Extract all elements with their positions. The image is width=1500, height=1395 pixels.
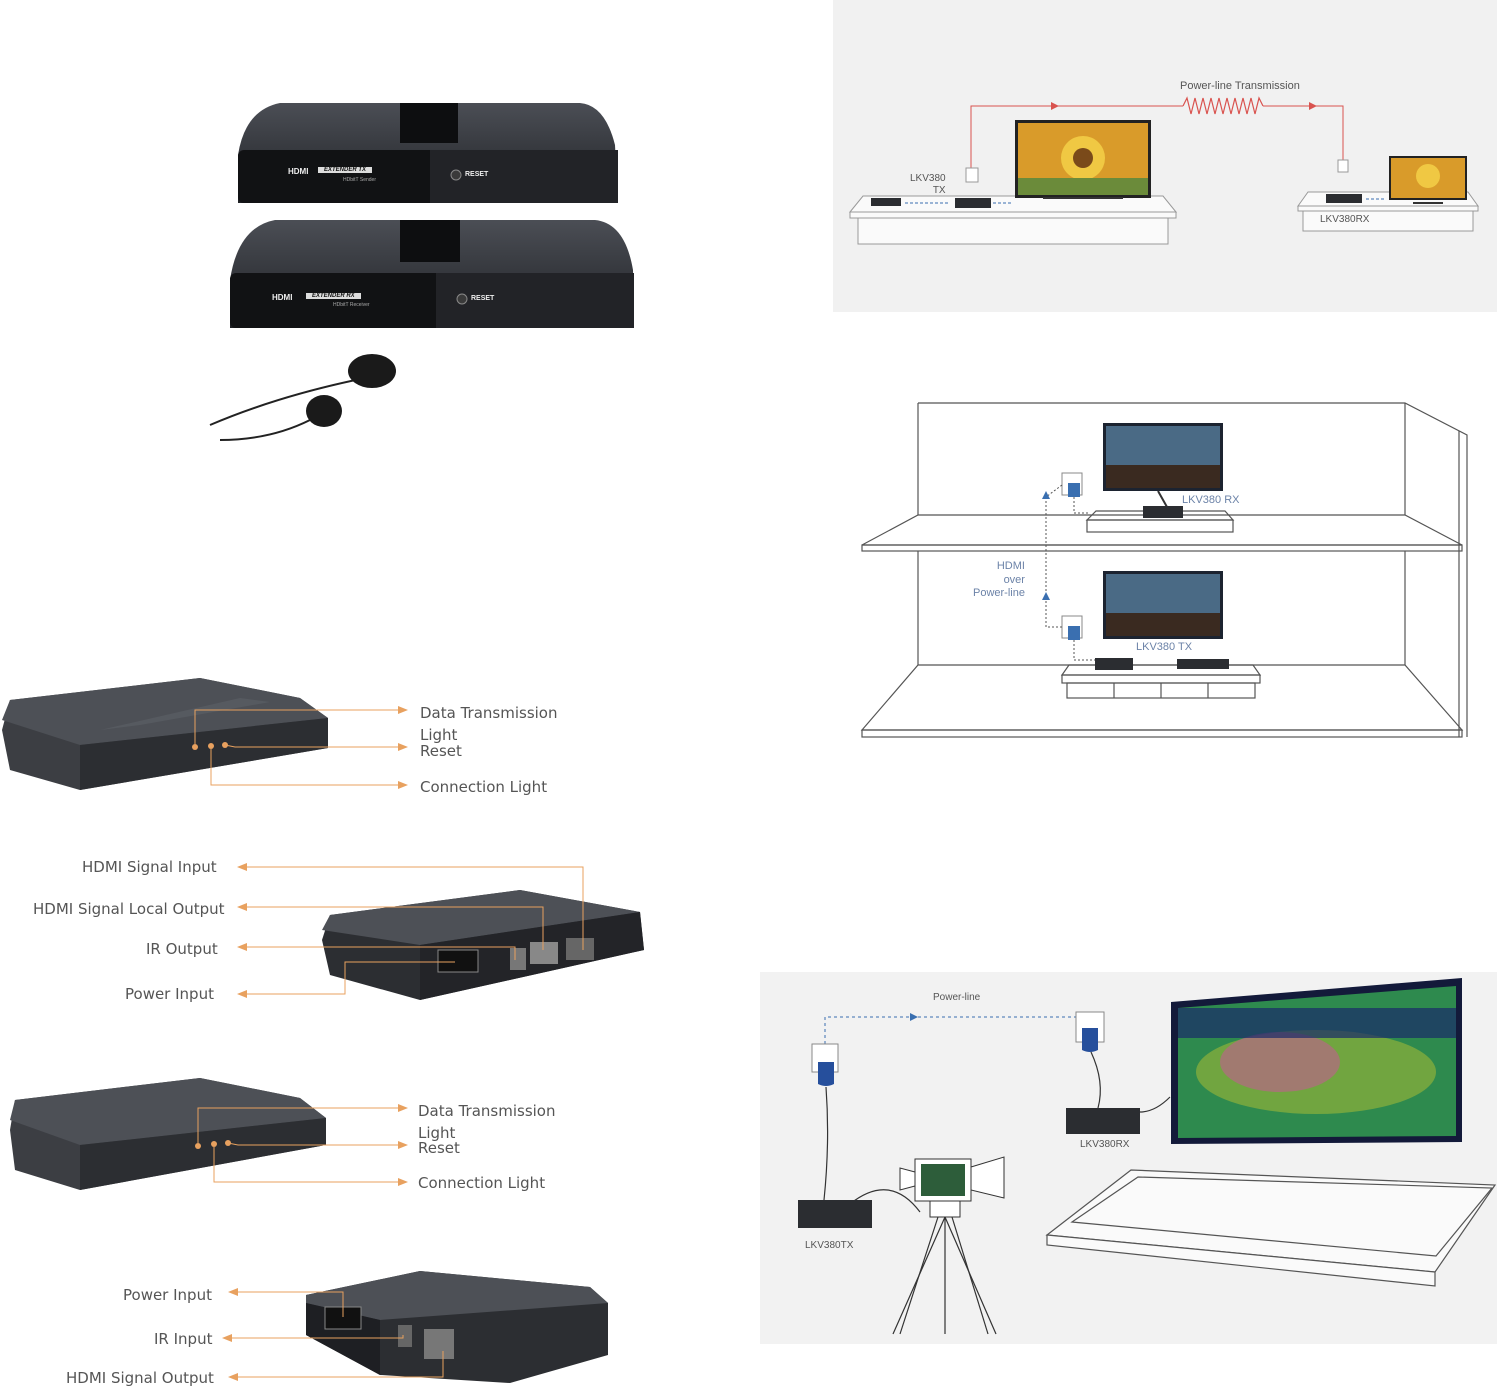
powerline-label: Power-line bbox=[933, 992, 981, 1003]
tx-sub: HDbitT Sender bbox=[343, 177, 376, 183]
powerline-diagram-3: Power-line LKV380TX LKV380RX bbox=[760, 972, 1497, 1344]
tx-data-light-label: Data Transmission Light bbox=[420, 704, 558, 744]
rx-front-view: Data Transmission Light Reset Connection… bbox=[0, 1070, 600, 1210]
product-photo: HDMI EXTENDER TX HDbitT Sender RESET HDM… bbox=[200, 95, 650, 455]
rx-shelf-label: LKV380 RX bbox=[1182, 494, 1240, 506]
powerline-transmission-label: Power-line Transmission bbox=[1180, 80, 1300, 92]
tx-connection-light-label: Connection Light bbox=[420, 778, 548, 796]
tx-power-input-label: Power Input bbox=[125, 985, 214, 1003]
tx-brand: HDMI bbox=[288, 167, 309, 176]
rx-hdmi-output-label: HDMI Signal Output bbox=[66, 1369, 214, 1387]
tx-ir-output-label: IR Output bbox=[146, 940, 218, 958]
tx-device-label: LKV380 TX bbox=[910, 173, 946, 196]
rx-brand: HDMI bbox=[272, 293, 293, 302]
rx-reset-label: RESET bbox=[471, 295, 495, 302]
tx-reset-label: RESET bbox=[465, 171, 489, 178]
rx-ir-input-label: IR Input bbox=[154, 1330, 213, 1348]
tx-reset-callout: Reset bbox=[420, 742, 462, 760]
rx-model: EXTENDER RX bbox=[306, 293, 361, 299]
rx-power-input-label: Power Input bbox=[123, 1286, 212, 1304]
powerline-diagram-2: LKV380 RX LKV380 TX HDMI over Power-line bbox=[855, 395, 1475, 745]
tx-back-view: HDMI Signal Input HDMI Signal Local Outp… bbox=[0, 850, 660, 1015]
tx-hdmi-input-label: HDMI Signal Input bbox=[82, 858, 217, 876]
rx-screen-label: LKV380RX bbox=[1080, 1139, 1130, 1150]
hdmi-over-powerline-label: HDMI over Power-line bbox=[973, 560, 1025, 599]
rx-device-label: LKV380RX bbox=[1320, 214, 1370, 225]
tx-hdmi-local-output-label: HDMI Signal Local Output bbox=[33, 900, 225, 918]
rx-connection-light-label: Connection Light bbox=[418, 1174, 546, 1192]
powerline-diagram-1: Power-line Transmission LKV380 TX LKV380… bbox=[833, 0, 1497, 312]
tx-model: EXTENDER TX bbox=[318, 167, 373, 173]
rx-back-view: Power Input IR Input HDMI Signal Output bbox=[0, 1265, 620, 1390]
tx-shelf-label: LKV380 TX bbox=[1136, 641, 1193, 653]
tx-camera-label: LKV380TX bbox=[805, 1240, 854, 1251]
tx-front-view: Data Transmission Light Reset Connection… bbox=[0, 670, 600, 810]
rx-data-light-label: Data Transmission Light bbox=[418, 1102, 556, 1142]
rx-reset-callout: Reset bbox=[418, 1139, 460, 1157]
rx-sub: HDbitT Receiver bbox=[333, 302, 370, 308]
